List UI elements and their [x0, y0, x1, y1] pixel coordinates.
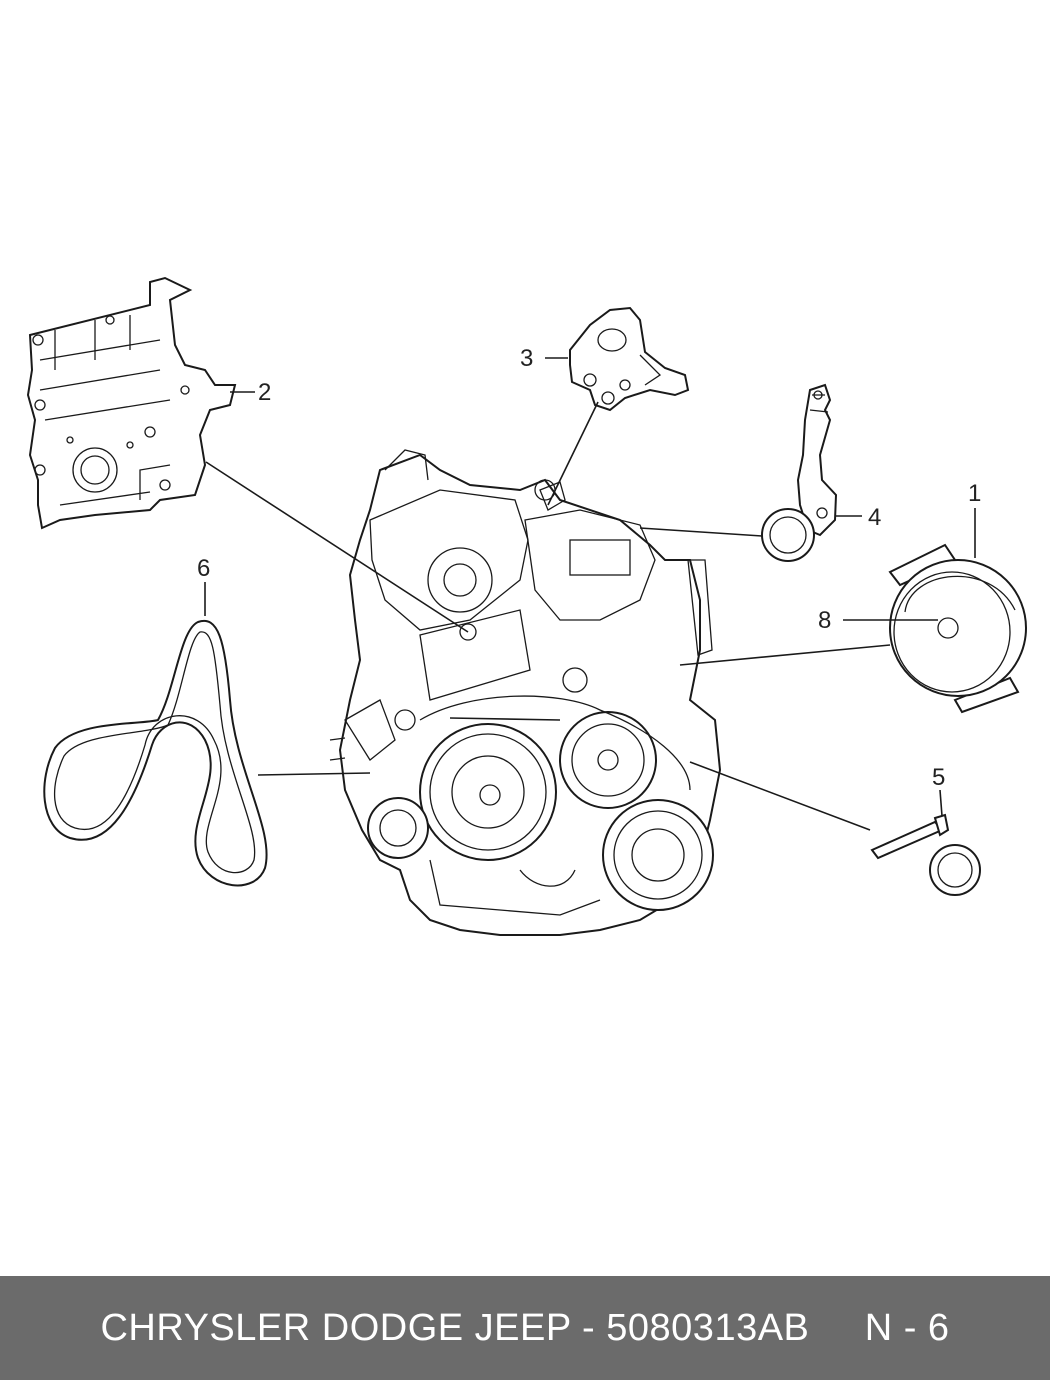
callout-4: 4 [868, 504, 881, 531]
callout-3: 3 [520, 345, 533, 372]
callout-5: 5 [932, 764, 945, 791]
footer-spacer [809, 1307, 864, 1350]
part-5-idler-pulley[interactable] [870, 813, 981, 896]
callout-6: 6 [197, 555, 210, 582]
footer-page-ref: N - 6 [864, 1306, 950, 1349]
part-2-timing-cover[interactable] [26, 276, 237, 530]
leader-lines [204, 357, 976, 831]
part-3-bracket[interactable] [569, 306, 690, 412]
parts-diagram: 2 3 4 1 8 6 5 [26, 276, 1027, 936]
footer-brand-part: CHRYSLER DODGE JEEP - 5080313AB [100, 1306, 810, 1349]
engine-assembly [329, 449, 722, 936]
part-4-tensioner[interactable] [761, 383, 838, 562]
callout-1: 1 [968, 480, 981, 507]
part-1-pulley-assembly[interactable] [888, 543, 1027, 714]
part-6-serpentine-belt[interactable] [43, 619, 268, 887]
callout-2: 2 [258, 379, 271, 406]
callout-8: 8 [818, 607, 831, 634]
footer-banner: CHRYSLER DODGE JEEP - 5080313AB N - 6 [0, 1276, 1050, 1380]
